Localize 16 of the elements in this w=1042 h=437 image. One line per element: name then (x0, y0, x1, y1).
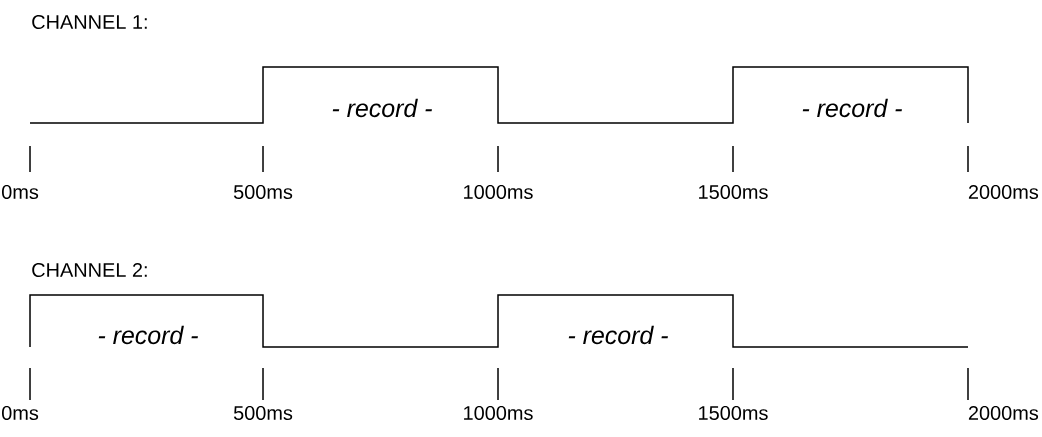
time-label: 1000ms (464, 405, 533, 421)
time-label: 1000ms (464, 184, 533, 200)
time-label: 2000ms (968, 405, 1039, 421)
record-label: - record - (332, 98, 432, 118)
time-label: 0ms (2, 405, 39, 421)
time-label: 500ms (233, 405, 293, 421)
time-label: 0ms (2, 184, 39, 200)
time-label: 500ms (233, 184, 293, 200)
channel-label: CHANNEL 2: (32, 262, 147, 278)
record-label: - record - (98, 325, 198, 345)
record-label: - record - (802, 98, 902, 118)
channel-label: CHANNEL 1: (32, 14, 147, 30)
record-label: - record - (568, 325, 668, 345)
time-label: 1500ms (699, 184, 768, 200)
time-label: 1500ms (699, 405, 768, 421)
time-label: 2000ms (968, 184, 1039, 200)
